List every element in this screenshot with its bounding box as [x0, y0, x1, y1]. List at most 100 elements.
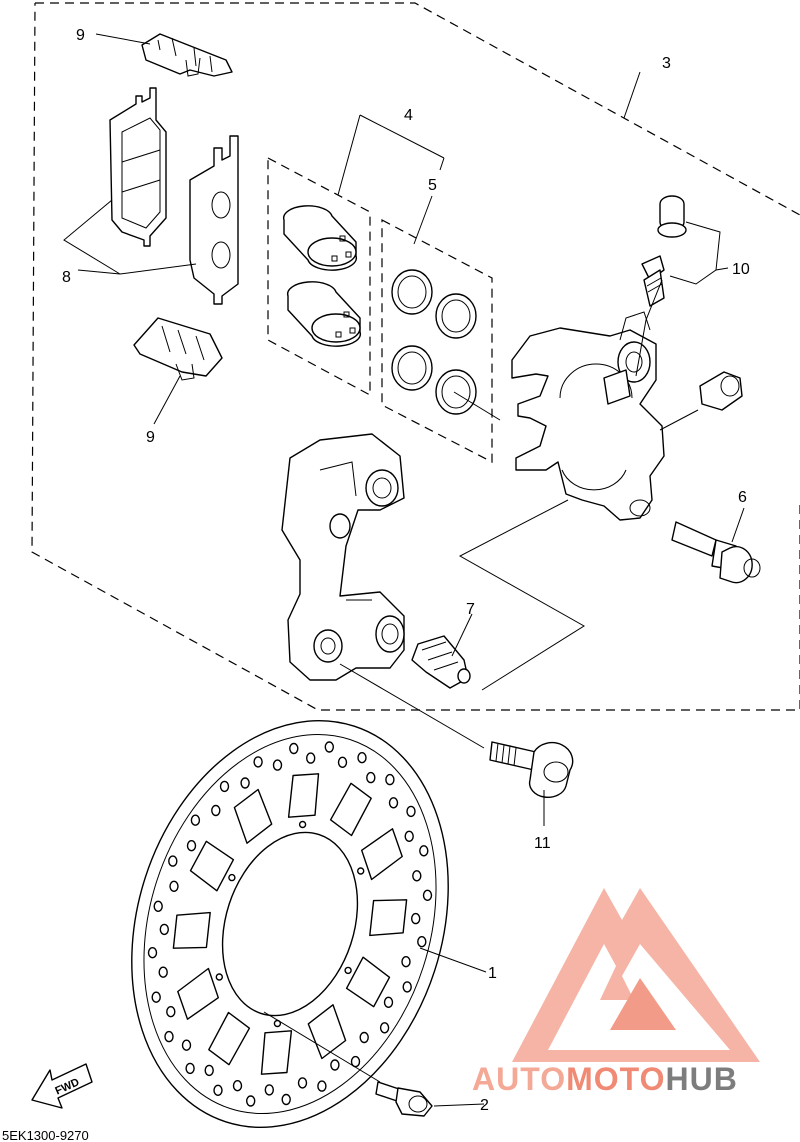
callout-7: 7 [466, 601, 475, 618]
disc-vent-slot [361, 828, 403, 881]
disc-drill-hole [166, 1006, 176, 1018]
brake-pad-front [109, 87, 167, 247]
disc-drill-hole [245, 1095, 256, 1107]
disc-drill-hole [147, 947, 158, 959]
disc-drill-hole [385, 773, 395, 786]
disc-vent-slot [287, 773, 320, 818]
callout-11: 11 [534, 835, 551, 852]
disc-drill-hole [272, 759, 283, 771]
disc-drill-hole [337, 756, 348, 768]
brake-pad-rear [189, 135, 239, 305]
watermark-word-moto: MOTO [566, 1061, 665, 1097]
disc-vent-slot [329, 782, 372, 837]
disc-bolt [375, 1081, 433, 1117]
piston-upper [282, 205, 358, 271]
disc-drill-hole [190, 814, 201, 826]
callout-4: 4 [404, 107, 413, 124]
disc-drill-hole [383, 996, 394, 1008]
callout-9-bottom: 9 [146, 429, 155, 446]
disc-drill-hole [181, 1039, 192, 1051]
disc-vent-slot [260, 1030, 293, 1075]
disc-drill-hole [211, 804, 221, 817]
disc-mount-hole [357, 867, 365, 875]
disc-drill-hole [422, 889, 433, 901]
disc-drill-hole [406, 805, 416, 818]
disc-drill-hole [253, 756, 263, 768]
disc-drill-hole [359, 1031, 369, 1044]
disc-drill-hole [350, 1055, 361, 1068]
disc-drill-hole [366, 771, 376, 784]
callout-1: 1 [488, 965, 497, 982]
disc-drill-holes [147, 741, 433, 1107]
disc-drill-hole [419, 845, 429, 857]
disc-mount-hole [298, 820, 307, 829]
pad-spring-top [141, 33, 233, 77]
disc-drill-hole [186, 840, 197, 852]
disc-mount-hole [344, 966, 352, 975]
bleed-screw-cap [657, 195, 687, 238]
caliper-pin-boot [699, 371, 743, 411]
watermark-word-auto: AUTO [472, 1061, 566, 1097]
disc-drill-hole [401, 956, 411, 968]
bracket-bolt [489, 741, 574, 798]
disc-vent-slot [233, 788, 273, 844]
caliper-bolt [671, 521, 761, 584]
leader-lines [63, 33, 745, 1107]
disc-drill-hole [164, 1030, 174, 1043]
disc-drill-hole [159, 923, 170, 936]
bleed-screw [641, 255, 665, 307]
disc-vent-slot [177, 967, 219, 1020]
callout-9-top: 9 [76, 27, 85, 44]
disc-drill-hole [153, 900, 163, 912]
disc-vent-slot [345, 956, 391, 1008]
pad-spring-bottom [133, 317, 223, 381]
disc-drill-hole [289, 742, 299, 755]
disc-drill-hole [158, 966, 168, 978]
piston-kit-boundary [267, 157, 371, 397]
disc-drill-hole [264, 1084, 274, 1096]
disc-drill-hole [402, 981, 412, 993]
caliper-assembly-boundary [31, 2, 800, 711]
piston-lower [286, 281, 362, 347]
piston-seals [391, 269, 477, 415]
disc-drill-hole [317, 1080, 327, 1092]
seal-kit-boundary [381, 219, 493, 463]
slide-pin-boot [411, 635, 471, 689]
disc-drill-hole [185, 1062, 195, 1075]
disc-mount-hole [228, 873, 236, 882]
disc-drill-hole [213, 1084, 223, 1097]
disc-vent-slot [208, 1011, 251, 1066]
disc-drill-hole [240, 777, 250, 789]
disc-drill-hole [411, 912, 421, 925]
callout-5: 5 [428, 177, 437, 194]
caliper-body [511, 311, 665, 521]
disc-drill-hole [324, 741, 334, 753]
callout-2: 2 [480, 1097, 489, 1114]
disc-vent-slot [369, 899, 408, 937]
arrow-down-left-icon: FWD [31, 1063, 93, 1109]
callout-3: 3 [662, 55, 671, 72]
disc-drill-hole [404, 830, 414, 842]
disc-drill-hole [379, 1022, 390, 1034]
disc-drill-hole [306, 752, 316, 764]
disc-mount-hole [215, 973, 224, 981]
disc-drill-hole [219, 780, 230, 793]
disc-drill-hole [412, 870, 422, 882]
callout-6: 6 [738, 489, 747, 506]
disc-vent-slot [189, 840, 235, 892]
triangle-logo-icon [512, 888, 760, 1062]
disc-drill-hole [417, 936, 427, 948]
watermark-text: AUTOMOTOHUB [472, 1061, 738, 1097]
callout-10: 10 [732, 261, 750, 278]
disc-drill-hole [232, 1079, 243, 1092]
disc-drill-hole [297, 1077, 308, 1089]
brake-disc [131, 719, 449, 1129]
disc-vent-slot [307, 1004, 347, 1060]
disc-drill-hole [281, 1093, 291, 1106]
disc-drill-hole [151, 991, 161, 1003]
callout-8: 8 [62, 269, 71, 286]
disc-drill-hole [357, 752, 367, 764]
disc-drill-hole [388, 797, 399, 809]
disc-drill-hole [204, 1064, 214, 1077]
